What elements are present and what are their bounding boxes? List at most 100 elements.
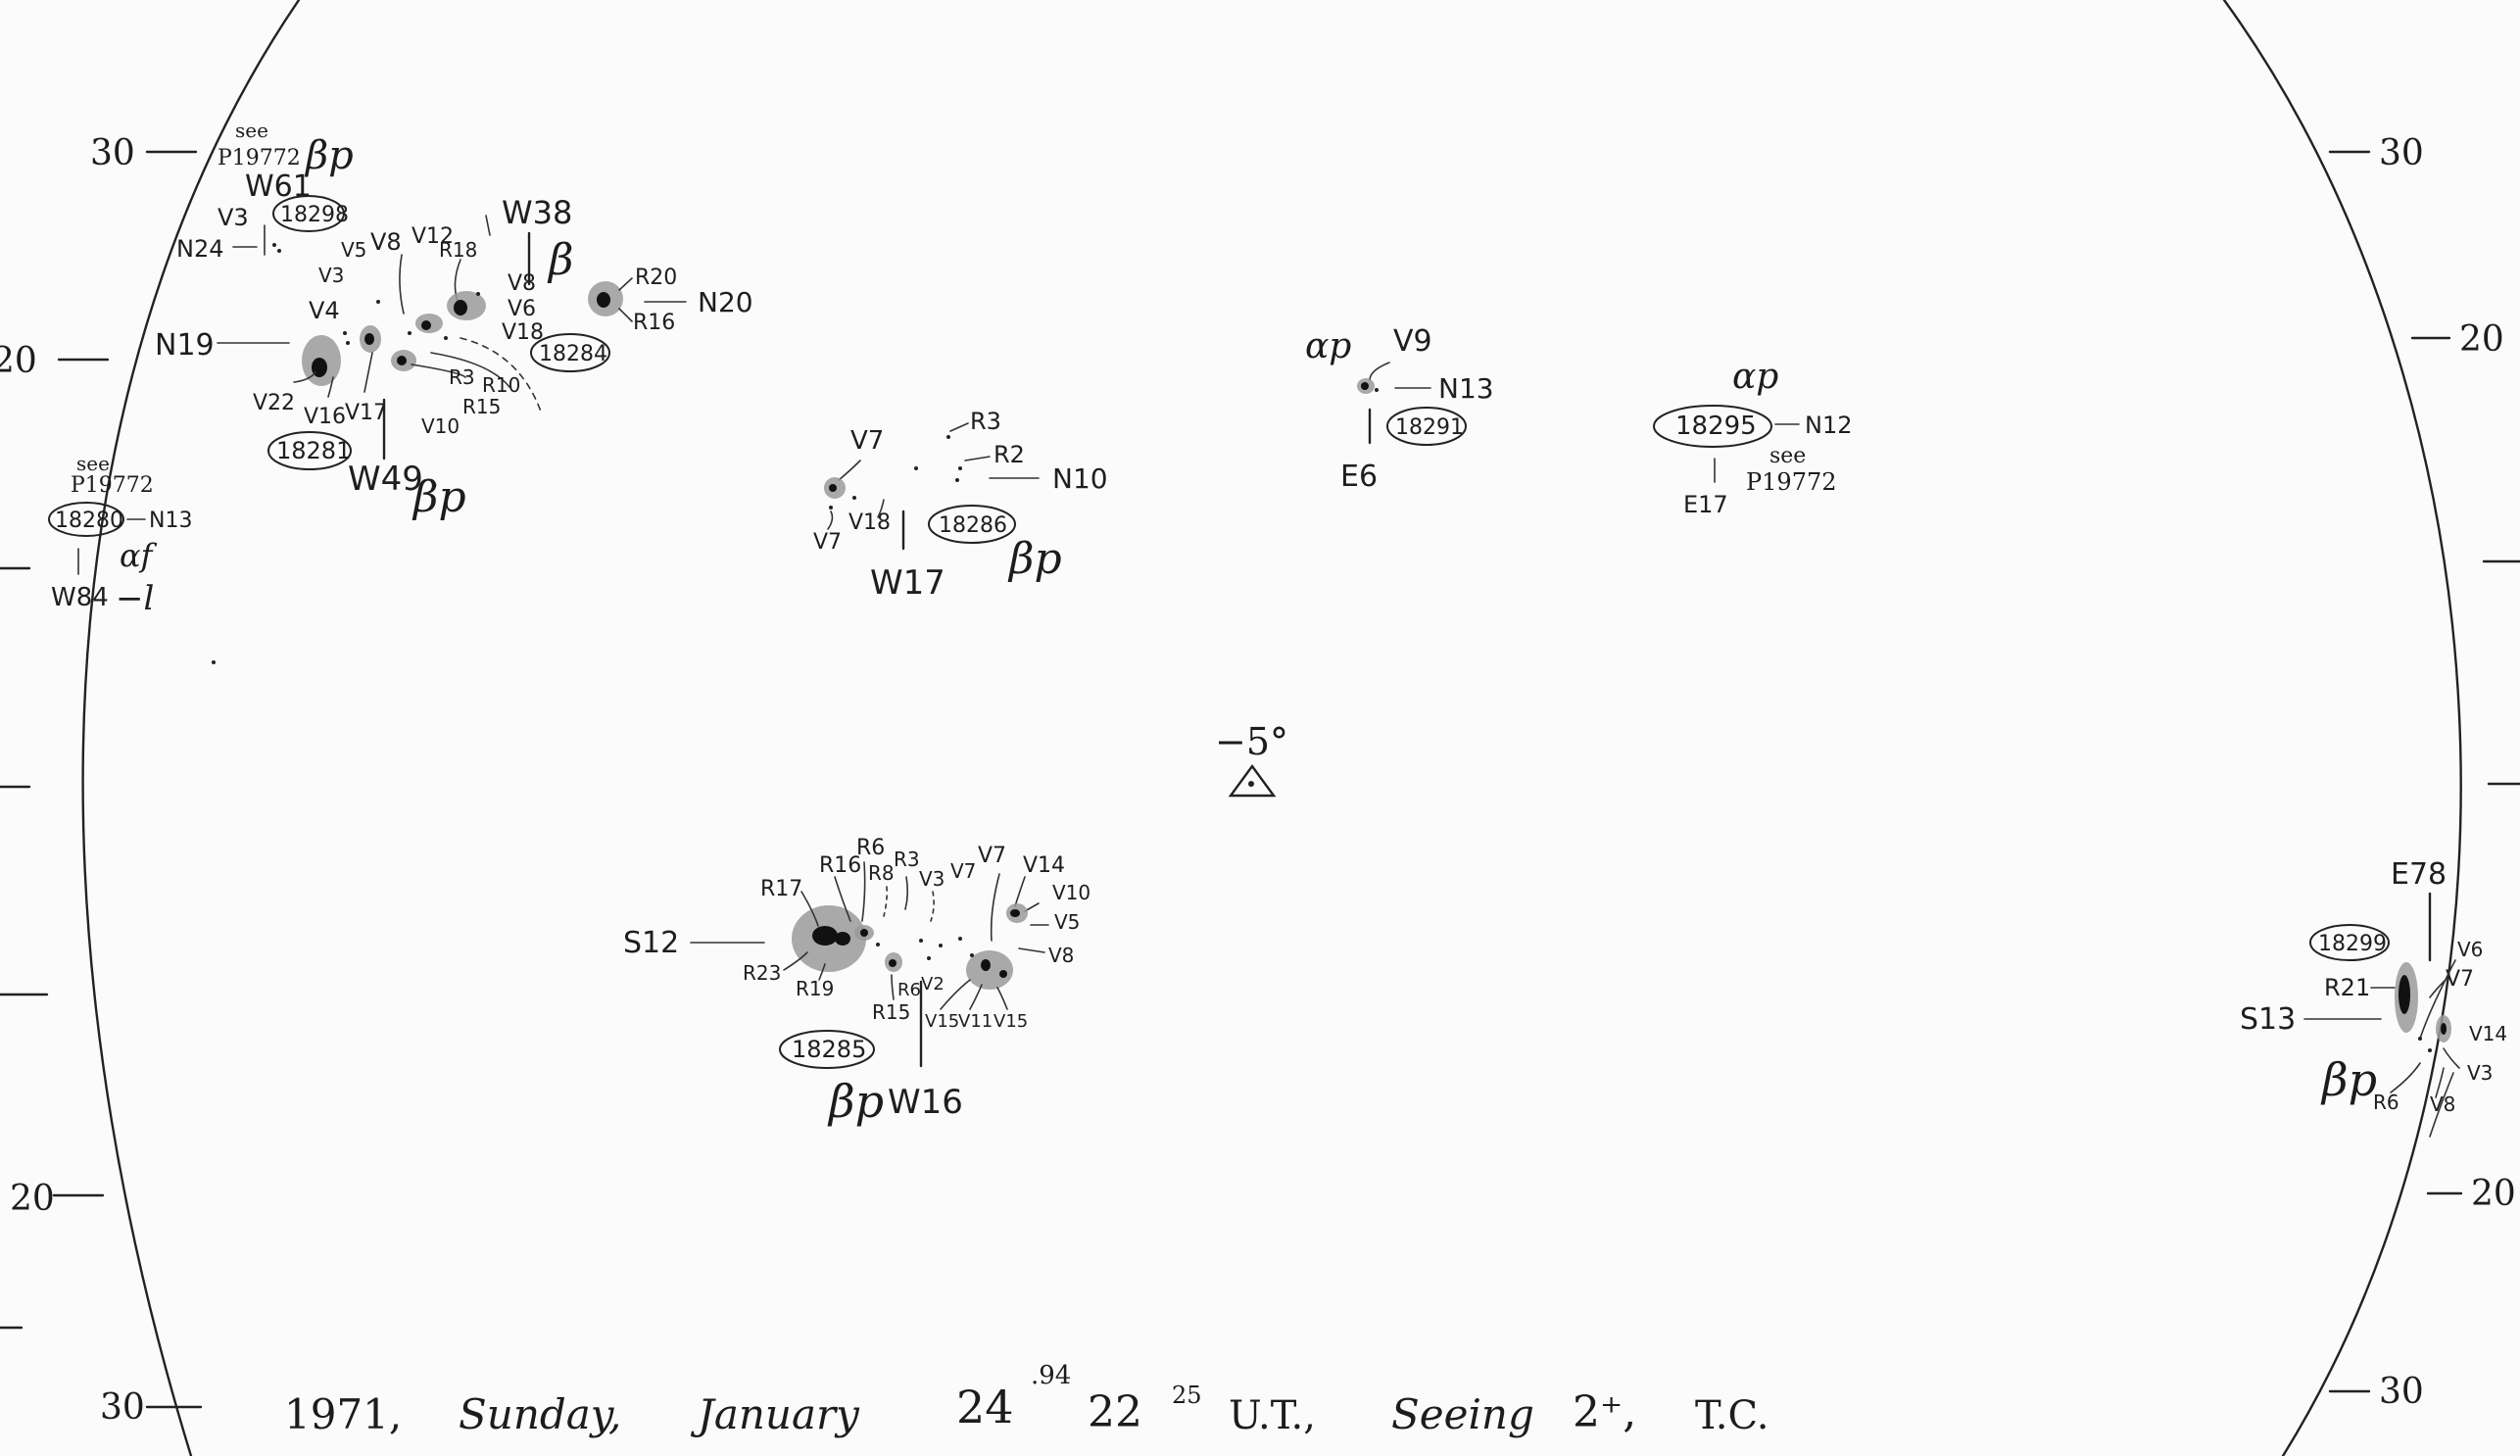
g18284-offset-r10: R10 — [482, 373, 520, 397]
right-scale-30-top: 30 — [2379, 133, 2424, 173]
left-latitude-scale: 30 20 20 30 — [0, 133, 203, 1428]
g18299-offset-v3: V3 — [2467, 1061, 2493, 1085]
g18284-offset-r20: R20 — [635, 266, 677, 290]
g18284-spot-umbra-3 — [397, 356, 407, 365]
g18285-spot-penumbra-4 — [966, 950, 1013, 990]
g18284-offset-r15: R15 — [462, 395, 501, 418]
footer-time-minutes: 25 — [1172, 1382, 1202, 1409]
g18284-offset-v12: V12 — [412, 224, 454, 249]
g18284-spot-umbra-1 — [454, 300, 467, 315]
g18284-direction: W38 — [502, 194, 572, 231]
footer-ut: U.T., — [1229, 1393, 1316, 1438]
g18281-offset-v4: V4 — [309, 297, 340, 324]
footer-observer: T.C. — [1695, 1393, 1769, 1438]
g18280-see: see — [76, 452, 110, 475]
g18295-number-oval — [1653, 405, 1772, 448]
g18285-offset-v5: V5 — [1054, 910, 1080, 934]
g18285-offset-v14: V14 — [1023, 853, 1065, 878]
g18291-type: αp — [1305, 326, 1351, 366]
g18285-offset-v15a: V15 — [925, 1011, 959, 1032]
group-18299: E78 18299 V6 V7 R21 S13 V14 V3 R6 V8 βp — [2240, 857, 2507, 1138]
g18284-offset-r16: R16 — [633, 311, 675, 335]
g18299-number-oval — [2309, 924, 2390, 961]
right-scale-30-bottom: 30 — [2379, 1372, 2424, 1412]
g18281-offset-n19: N19 — [155, 328, 215, 363]
g18284-type: β — [547, 235, 573, 285]
g18281-offset-v17: V17 — [345, 401, 387, 425]
g18285-offset-v7a: V7 — [950, 859, 976, 883]
group-18291: αp V9 N13 E6 18291 — [1305, 324, 1494, 494]
footer-seeing-label: Seeing — [1391, 1390, 1534, 1438]
right-limb-arc — [2222, 0, 2462, 1456]
g18285-offset-v7b: V7 — [978, 844, 1006, 868]
g18298-offset-n24: N24 — [176, 235, 224, 263]
footer-date-fraction: .94 — [1031, 1361, 1071, 1390]
g18286-offset-n10: N10 — [1052, 462, 1108, 495]
g18281-offset-v8: V8 — [370, 228, 402, 256]
g18281-number: 18281 — [276, 437, 351, 464]
g18286-offset-r3: R3 — [970, 408, 1001, 435]
g18284-offset-v8: V8 — [508, 271, 536, 296]
g18291-spot-umbra — [1361, 382, 1369, 390]
g18286-spot-umbra-1 — [829, 484, 837, 492]
g18299-offset-v8: V8 — [2430, 1092, 2455, 1116]
g18286-number-oval — [928, 505, 1016, 544]
g18285-offset-r23: R23 — [743, 961, 781, 985]
g18295-number: 18295 — [1675, 412, 1757, 441]
g18299-spot-umbra-1 — [2399, 975, 2410, 1014]
g18286-direction: W17 — [870, 563, 945, 603]
g18285-offset-v3: V3 — [919, 867, 945, 891]
g18286-number: 18286 — [939, 513, 1007, 538]
g18286-offset-v7-bottom: V7 — [813, 530, 842, 555]
g18299-offset-v14: V14 — [2469, 1022, 2507, 1045]
g18285-spot-umbra-main-1 — [812, 926, 838, 946]
g18286-offset-r2: R2 — [993, 441, 1025, 468]
g18286-offset-v7-top: V7 — [850, 426, 884, 456]
g18299-direction: E78 — [2391, 857, 2447, 892]
g18286-type: βp — [1007, 534, 1062, 584]
g18295-see: see — [1769, 444, 1806, 468]
footer-month: January — [690, 1390, 860, 1438]
g18281-offset-v5: V5 — [341, 238, 366, 262]
g18298-see: see — [235, 119, 268, 142]
g18281-offset-v22: V22 — [253, 391, 295, 415]
g18285-offset-r3: R3 — [894, 848, 920, 871]
footer-year: 1971, — [284, 1390, 402, 1438]
g18285-type: βp — [827, 1075, 884, 1128]
group-18284: W38 β V12 R18 V8 V6 V18 R3 R10 R15 18284… — [391, 194, 753, 418]
g18284-offset-n20: N20 — [698, 286, 753, 318]
g18281-direction: W49 — [348, 460, 423, 499]
g18284-offset-r3: R3 — [449, 365, 475, 389]
g18281-number-oval — [267, 431, 352, 470]
g18281-offset-v3: V3 — [318, 264, 344, 287]
g18285-spot-umbra-5 — [999, 970, 1007, 978]
stray-dot — [212, 660, 216, 664]
g18280-type: αf — [120, 537, 158, 574]
g18285-spot-umbra-2 — [860, 929, 868, 937]
footer-date: 24 — [956, 1381, 1014, 1433]
left-limb-arc — [81, 0, 301, 1456]
g18281-offset-v16: V16 — [304, 405, 346, 429]
g18295-plate: P19772 — [1746, 468, 1837, 496]
footer-seeing-value: 2⁺, — [1573, 1387, 1636, 1437]
left-scale-20-top: 20 — [0, 341, 37, 381]
g18299-offset-r21: R21 — [2324, 974, 2370, 1001]
g18280-number-oval — [48, 502, 124, 537]
g18299-number: 18299 — [2318, 932, 2387, 956]
group-18298: see P19772 βp W61 18298 V3 N24 — [176, 119, 354, 263]
group-18286: V7 V7 V18 W17 18286 βp R3 R2 N10 — [813, 408, 1108, 603]
g18285-offset-r19: R19 — [796, 977, 834, 1000]
footer-day: Sunday, — [459, 1390, 621, 1438]
right-latitude-scale: 30 20 20 30 — [2328, 133, 2520, 1412]
g18295-direction: E17 — [1683, 491, 1728, 518]
group-18281: N19 V4 V3 V5 V8 V22 V16 V17 V10 18281 W4… — [155, 228, 466, 522]
g18280-plate: P19772 — [71, 473, 154, 498]
g18285-offset-v11: V11 — [958, 1011, 993, 1032]
g18298-number: 18298 — [280, 203, 349, 227]
observation-footer: 1971, Sunday, January 24 .94 22 25 U.T.,… — [284, 1361, 1769, 1438]
g18299-spot-umbra-2 — [2441, 1023, 2447, 1035]
g18291-number-oval — [1386, 407, 1467, 446]
g18291-offset-n13: N13 — [1438, 372, 1494, 405]
g18295-offset-n12: N12 — [1805, 412, 1853, 439]
